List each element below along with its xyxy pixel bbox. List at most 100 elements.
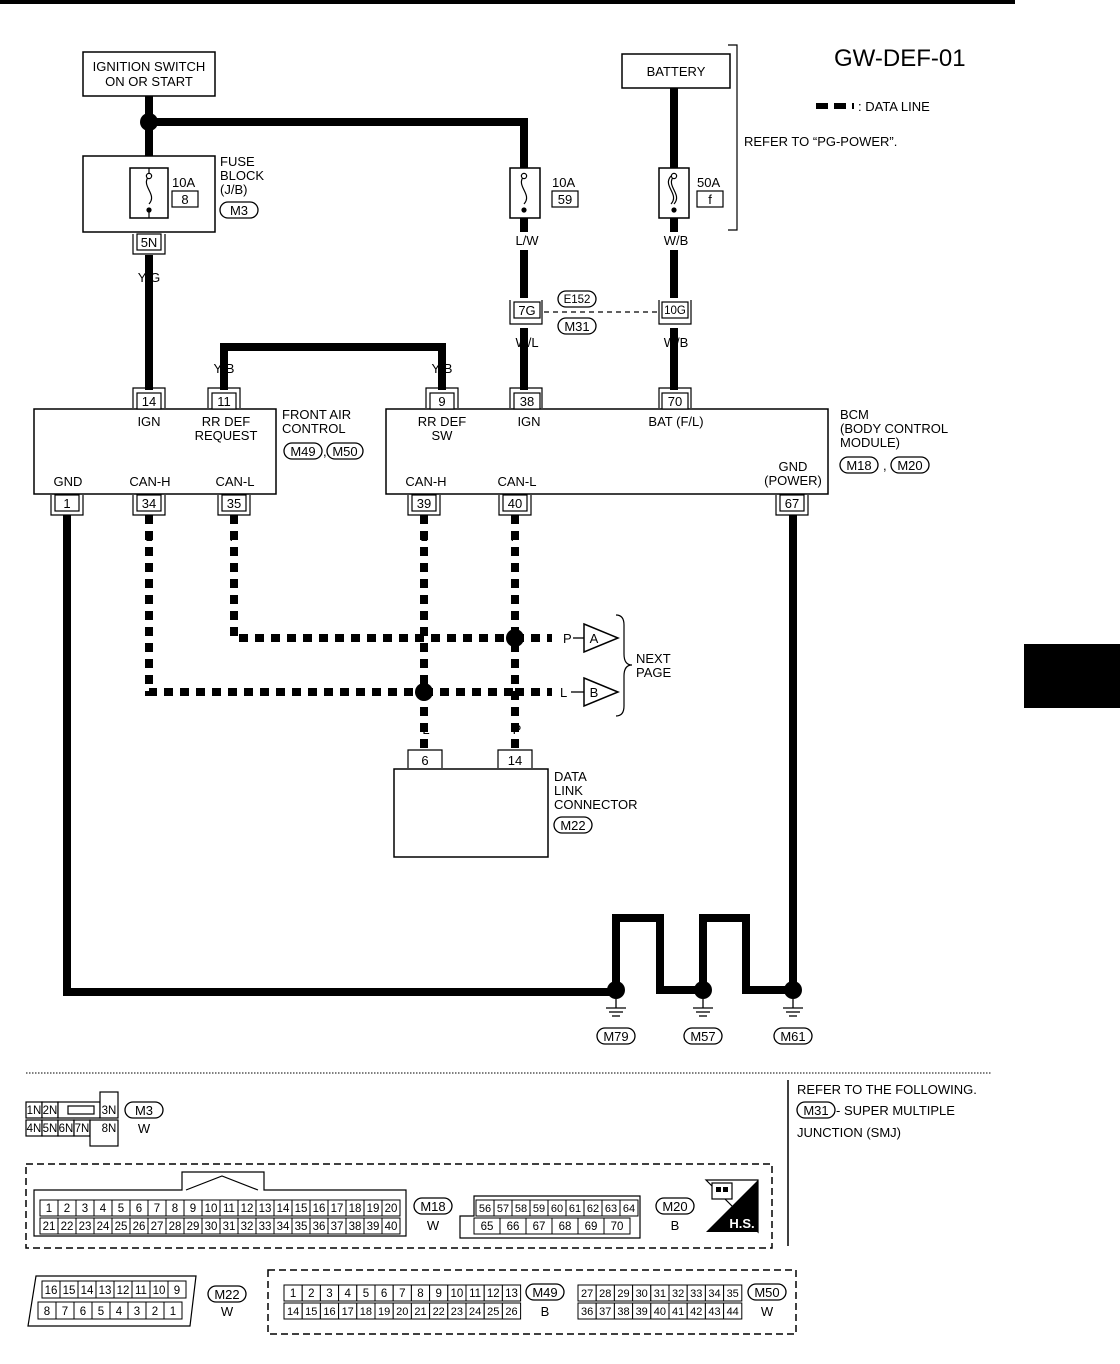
next-page-label-1: NEXT <box>636 651 671 666</box>
fac-label-can-h: CAN-H <box>129 474 170 489</box>
m18-pin-4: 4 <box>100 1203 107 1215</box>
diagram-id: GW-DEF-01 <box>834 45 966 72</box>
dlc-name-2: LINK <box>554 783 583 798</box>
bcm-pin-67: 67 <box>785 496 799 511</box>
ground-wires <box>63 515 797 996</box>
m18-color: W <box>427 1218 440 1233</box>
m18-pin-24: 24 <box>97 1221 110 1233</box>
next-page-refs: P A L B NEXT PAGE <box>560 614 671 717</box>
m50-pin-31: 31 <box>654 1288 666 1300</box>
m22-pin-12: 12 <box>117 1285 130 1297</box>
dlc-pin-14: 14 <box>508 753 522 768</box>
m49-pin-4: 4 <box>344 1288 351 1300</box>
ground-m61-label: M61 <box>780 1029 805 1044</box>
smj-junction: 7G 10G E152 M31 W/L W/B <box>509 290 692 350</box>
bcm-label-can-h: CAN-H <box>405 474 446 489</box>
dlc-name-1: DATA <box>554 769 587 784</box>
fuse-8-rating: 10A <box>172 175 195 190</box>
fac-label-can-l: CAN-L <box>215 474 254 489</box>
fac-wire-p: P <box>230 529 239 544</box>
ground-m79-label: M79 <box>603 1029 628 1044</box>
m18-pin-37: 37 <box>331 1221 344 1233</box>
m49-pin-18: 18 <box>360 1306 372 1318</box>
fuse-block-label-1: FUSE <box>220 154 255 169</box>
m18-pin-11: 11 <box>223 1203 235 1215</box>
m50-pin-44: 44 <box>727 1306 739 1318</box>
m20-pin-cell <box>619 1199 639 1217</box>
fuse-block-label-2: BLOCK <box>220 168 264 183</box>
m18-pin-cell <box>381 1199 401 1217</box>
m49-pin-8: 8 <box>417 1288 423 1300</box>
fuse-59-number: 59 <box>558 192 572 207</box>
fac-conn-m50: M50 <box>332 444 357 459</box>
m22-pin-13: 13 <box>99 1285 112 1297</box>
next-page-label-2: PAGE <box>636 665 671 680</box>
fac-label-gnd: GND <box>54 474 83 489</box>
m50-pin-32: 32 <box>672 1288 684 1300</box>
m49-pin-5: 5 <box>363 1288 369 1300</box>
power-wires <box>145 88 678 390</box>
refer-following: REFER TO THE FOLLOWING. <box>797 1082 977 1097</box>
fac-pin-1: 1 <box>63 496 70 511</box>
m22-pin-3: 3 <box>134 1306 140 1318</box>
m49-pin-14: 14 <box>287 1306 299 1318</box>
m3-pin-8n: 8N <box>102 1123 117 1135</box>
m50-pin-29: 29 <box>617 1288 629 1300</box>
bcm-label-ign: IGN <box>517 414 540 429</box>
m18-pin-25: 25 <box>115 1221 128 1233</box>
m49-pin-21: 21 <box>414 1306 426 1318</box>
m49-pin-12: 12 <box>487 1288 500 1300</box>
fuse-block-pin: 5N <box>141 235 158 250</box>
m50-pin-30: 30 <box>636 1288 648 1300</box>
refer-smj-text-2: JUNCTION (SMJ) <box>797 1125 901 1140</box>
ignition-label-2: ON OR START <box>105 74 193 89</box>
bcm-wire-b: B <box>789 531 798 546</box>
m22-pin-cell <box>167 1280 187 1299</box>
m49-pin-20: 20 <box>396 1306 408 1318</box>
fuse-59: 10A 59 L/W <box>509 167 579 248</box>
can-wires <box>145 515 552 750</box>
section-tab <box>1024 644 1120 708</box>
m18-pin-31: 31 <box>223 1221 236 1233</box>
battery-label: BATTERY <box>647 64 706 79</box>
m20-pin-66: 66 <box>507 1221 520 1233</box>
hs-icon: H.S. <box>704 1179 759 1234</box>
m18-pin-9: 9 <box>190 1203 196 1215</box>
m18-pin-30: 30 <box>205 1221 218 1233</box>
m20-pin-57: 57 <box>497 1203 509 1215</box>
m18-pin-26: 26 <box>133 1221 146 1233</box>
fuse-f-rating: 50A <box>697 175 720 190</box>
m18-pin-28: 28 <box>169 1221 182 1233</box>
wire-yg: Y/G <box>138 270 160 285</box>
m49-pin-23: 23 <box>451 1306 463 1318</box>
fuse-block-label-3: (J/B) <box>220 182 247 197</box>
bcm-name-3: MODULE) <box>840 435 900 450</box>
bcm-pin-38: 38 <box>520 394 534 409</box>
refer-smj-text: - SUPER MULTIPLE <box>836 1103 955 1118</box>
dlc-name-3: CONNECTOR <box>554 797 638 812</box>
m50-pin-28: 28 <box>599 1288 611 1300</box>
gnd-wire-b-3: B <box>699 950 708 965</box>
m50-pin-34: 34 <box>708 1288 720 1300</box>
m3-pin-3n: 3N <box>102 1105 117 1117</box>
fac-pin-35: 35 <box>227 496 241 511</box>
m49-pin-7: 7 <box>399 1288 405 1300</box>
m18-pin-16: 16 <box>313 1203 326 1215</box>
m18-pin-3: 3 <box>82 1203 88 1215</box>
m18-pin-12: 12 <box>241 1203 254 1215</box>
m18-pin-32: 32 <box>241 1221 254 1233</box>
m50-pin-cell <box>723 1302 743 1320</box>
m22-pin-8: 8 <box>44 1306 50 1318</box>
m20-pin-69: 69 <box>585 1221 598 1233</box>
m49-pin-16: 16 <box>323 1306 335 1318</box>
bcm-label-rr-def: RR DEF <box>418 414 466 429</box>
m18-pin-2: 2 <box>64 1203 70 1215</box>
m50-id: M50 <box>754 1285 779 1300</box>
m18-pin-34: 34 <box>277 1221 290 1233</box>
m20-pin-cell <box>603 1217 631 1235</box>
m50-pin-33: 33 <box>690 1288 702 1300</box>
fac-label-rr-def-2: REQUEST <box>195 428 258 443</box>
